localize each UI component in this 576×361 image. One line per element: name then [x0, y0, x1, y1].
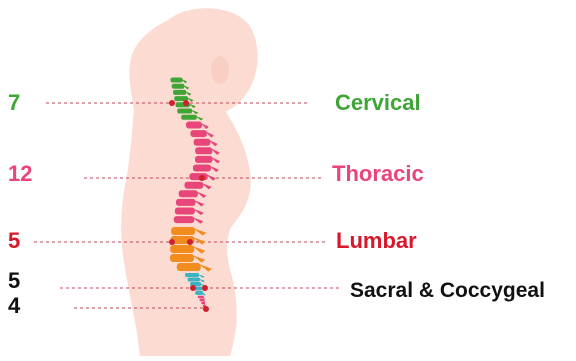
marker-dot	[187, 239, 193, 245]
sacral-count: 5	[8, 270, 20, 292]
lumbar-label: Lumbar	[336, 230, 417, 252]
marker-dot	[190, 285, 196, 291]
cervical-count: 7	[8, 92, 20, 114]
thoracic-label: Thoracic	[332, 163, 424, 185]
sacral-coccygeal-label: Sacral & Coccygeal	[350, 280, 545, 302]
marker-dot	[183, 100, 189, 106]
cervical-label: Cervical	[335, 92, 421, 114]
marker-dot	[202, 285, 208, 291]
marker-dot	[203, 306, 209, 312]
thoracic-count: 12	[8, 163, 32, 185]
lumbar-count: 5	[8, 230, 20, 252]
coccygeal-count: 4	[8, 295, 20, 317]
marker-dot	[199, 175, 205, 181]
marker-dot	[169, 100, 175, 106]
ear-icon	[211, 56, 229, 84]
marker-dot	[169, 239, 175, 245]
